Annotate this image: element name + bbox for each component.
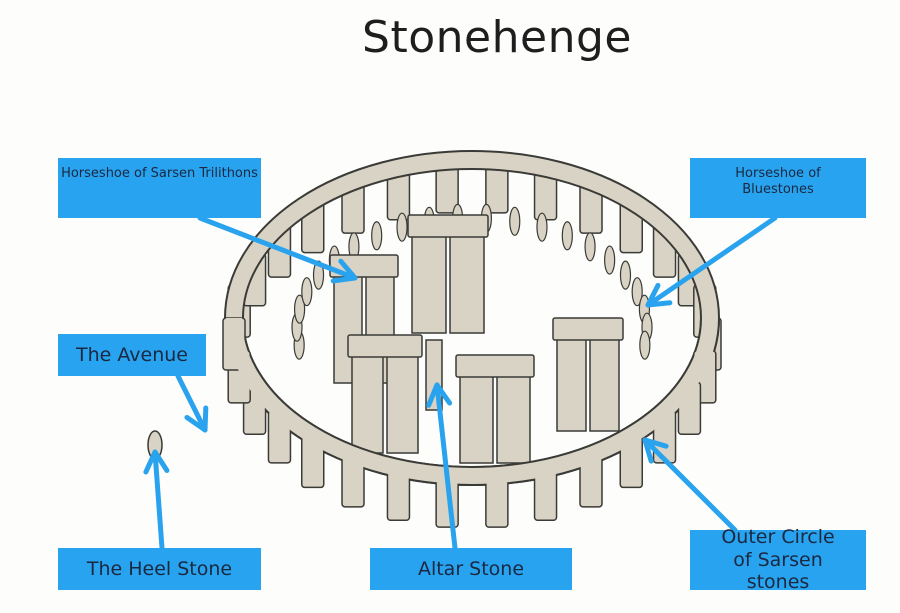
arrow-shaft bbox=[152, 449, 165, 551]
arrows bbox=[143, 215, 778, 551]
arrow-head bbox=[642, 437, 669, 464]
trilithon-upright bbox=[496, 372, 531, 464]
bluestone bbox=[509, 206, 521, 236]
bluestone bbox=[584, 232, 596, 262]
trilithon-lintel bbox=[347, 334, 423, 358]
bluestone bbox=[301, 277, 313, 307]
trilithon-lintel bbox=[407, 214, 489, 238]
arrow-shaft bbox=[642, 437, 738, 533]
arrow-head bbox=[645, 282, 673, 308]
trilithon-upright bbox=[386, 352, 419, 454]
inner-stones bbox=[291, 203, 653, 464]
label-outer-circle: Outer Circle of Sarsen stones bbox=[690, 526, 866, 593]
label-sarsen-trilithons: Horseshoe of Sarsen Trilithons bbox=[58, 158, 261, 218]
arrow-head bbox=[330, 258, 358, 284]
label-altar-stone: Altar Stone bbox=[370, 548, 572, 590]
label-bluestones: Horseshoe of Bluestones bbox=[690, 158, 866, 218]
arrow-head bbox=[426, 382, 453, 408]
page-title: Stonehenge bbox=[362, 12, 632, 63]
arrow-shaft bbox=[645, 215, 778, 308]
label-avenue: The Avenue bbox=[58, 334, 206, 376]
lintel-front bbox=[226, 317, 718, 484]
bluestone bbox=[396, 212, 408, 242]
trilithon-upright bbox=[589, 335, 620, 432]
bluestone bbox=[536, 212, 548, 242]
trilithon-lintel bbox=[455, 354, 535, 378]
bluestone bbox=[312, 260, 325, 290]
arrow-head bbox=[143, 449, 170, 475]
bluestone bbox=[619, 260, 632, 290]
arrow-head bbox=[184, 405, 209, 433]
trilithon-upright bbox=[411, 232, 447, 334]
bluestone bbox=[631, 277, 643, 307]
trilithon-upright bbox=[556, 335, 587, 432]
trilithon-upright bbox=[449, 232, 485, 334]
arrow-shaft bbox=[434, 382, 458, 551]
bluestone bbox=[604, 245, 616, 275]
trilithon-upright bbox=[459, 372, 494, 464]
trilithon-upright bbox=[351, 352, 384, 454]
bluestone bbox=[639, 330, 651, 360]
arrow-shaft bbox=[197, 215, 358, 281]
outer-circle-front bbox=[222, 317, 720, 528]
bluestone bbox=[371, 221, 383, 251]
label-heel-stone: The Heel Stone bbox=[58, 548, 261, 590]
bluestone bbox=[561, 221, 573, 251]
arrow-shaft bbox=[175, 373, 208, 433]
trilithon-lintel bbox=[552, 317, 624, 341]
bluestone bbox=[293, 294, 306, 324]
